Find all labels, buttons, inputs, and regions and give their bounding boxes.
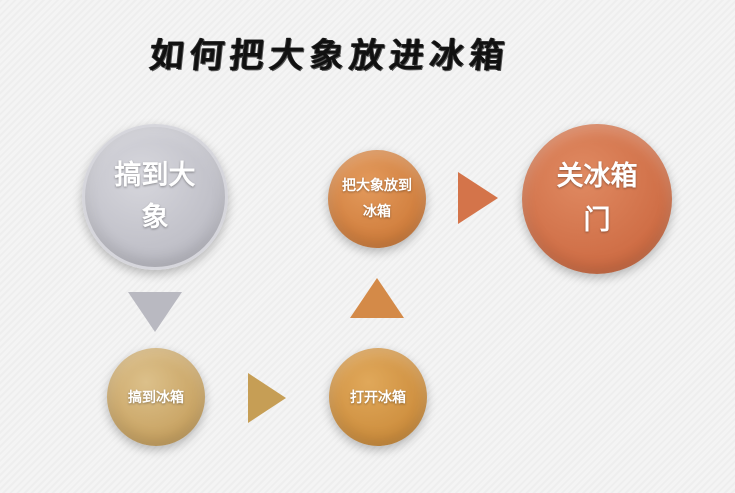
- page-title: 如何把大象放进冰箱: [147, 36, 513, 76]
- step-get-elephant: 搞到大象: [82, 124, 228, 270]
- step-label: 把大象放到冰箱: [342, 178, 412, 220]
- arrow-up: [350, 278, 404, 318]
- step-label: 打开冰箱: [350, 390, 406, 406]
- arrow-down: [128, 292, 182, 332]
- step-label: 搞到冰箱: [128, 390, 184, 406]
- step-put-elephant-in: 把大象放到冰箱: [328, 150, 426, 248]
- step-open-fridge: 打开冰箱: [329, 348, 427, 446]
- arrow-right: [458, 172, 498, 224]
- step-get-fridge: 搞到冰箱: [107, 348, 205, 446]
- step-label: 搞到大象: [114, 160, 196, 233]
- step-close-fridge-door: 关冰箱门: [522, 124, 672, 274]
- step-label: 关冰箱门: [556, 161, 638, 236]
- arrow-right: [248, 373, 286, 423]
